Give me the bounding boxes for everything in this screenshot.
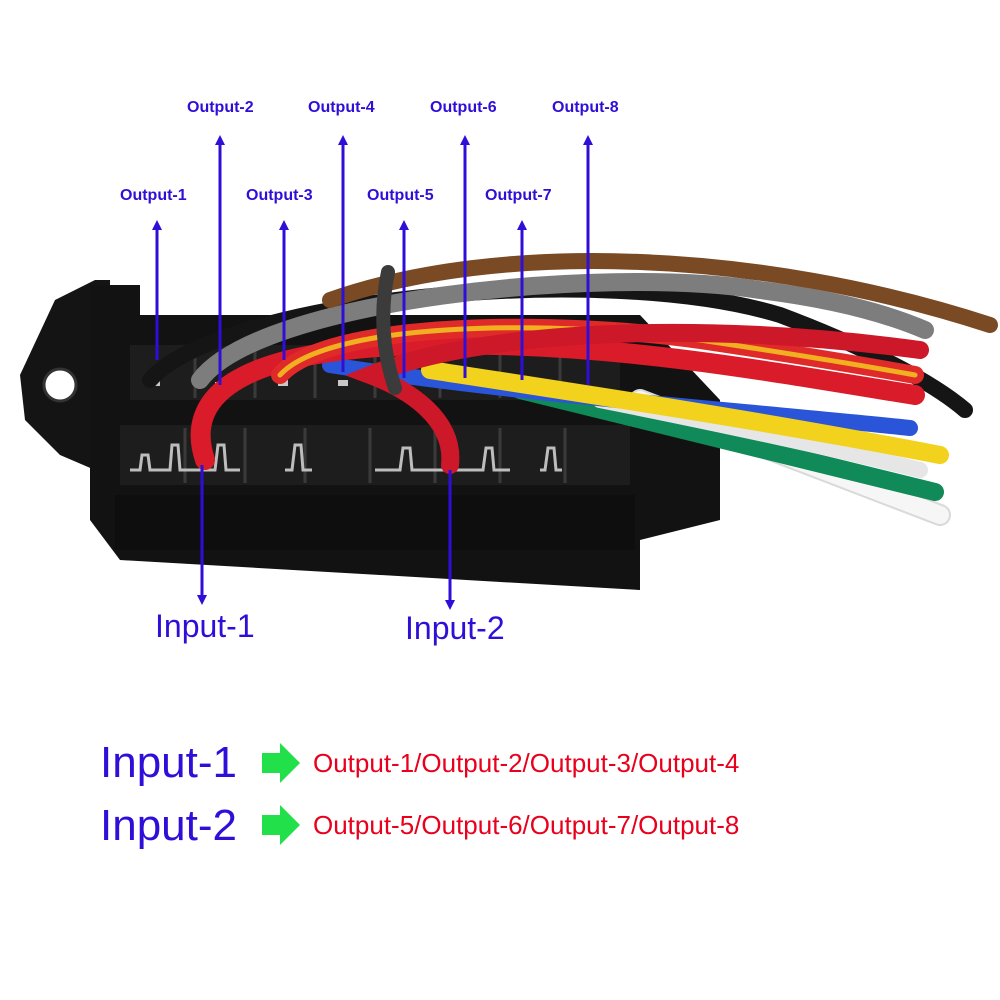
input-labels: Input-1 Input-2 bbox=[155, 608, 505, 646]
legend: Input-1 Output-1/Output-2/Output-3/Outpu… bbox=[100, 738, 739, 850]
output-label-2: Output-2 bbox=[187, 99, 254, 116]
lower-slot-dividers bbox=[183, 428, 567, 483]
legend-outputs-1: Output-1/Output-2/Output-3/Output-4 bbox=[313, 748, 739, 778]
legend-outputs-2: Output-5/Output-6/Output-7/Output-8 bbox=[313, 810, 739, 840]
legend-input-1: Input-1 bbox=[100, 738, 237, 787]
output-label-7: Output-7 bbox=[485, 187, 552, 204]
fuse-box-base bbox=[115, 495, 635, 550]
output-label-6: Output-6 bbox=[430, 99, 497, 116]
output-label-4: Output-4 bbox=[308, 99, 375, 116]
output-label-5: Output-5 bbox=[367, 187, 434, 204]
output-label-8: Output-8 bbox=[552, 99, 619, 116]
lower-terminals bbox=[130, 443, 562, 472]
wire-red-input-2 bbox=[345, 323, 929, 474]
wire-brown bbox=[322, 253, 998, 333]
output-label-3: Output-3 bbox=[246, 187, 313, 204]
mounting-hole bbox=[44, 369, 76, 401]
cable-tie bbox=[376, 265, 402, 395]
output-label-1: Output-1 bbox=[120, 187, 187, 204]
legend-input-2: Input-2 bbox=[100, 801, 237, 850]
input-arrows bbox=[197, 465, 455, 610]
wire-gray bbox=[191, 273, 934, 389]
output-labels: Output-1 Output-2 Output-3 Output-4 Outp… bbox=[120, 99, 619, 204]
input-label-1: Input-1 bbox=[155, 608, 255, 644]
input-label-2: Input-2 bbox=[405, 610, 505, 646]
wire-bundle bbox=[142, 253, 998, 526]
legend-arrow-2-icon bbox=[262, 805, 300, 845]
legend-arrow-1-icon bbox=[262, 743, 300, 783]
wire-yellow bbox=[421, 361, 949, 464]
output-arrows bbox=[152, 135, 593, 385]
